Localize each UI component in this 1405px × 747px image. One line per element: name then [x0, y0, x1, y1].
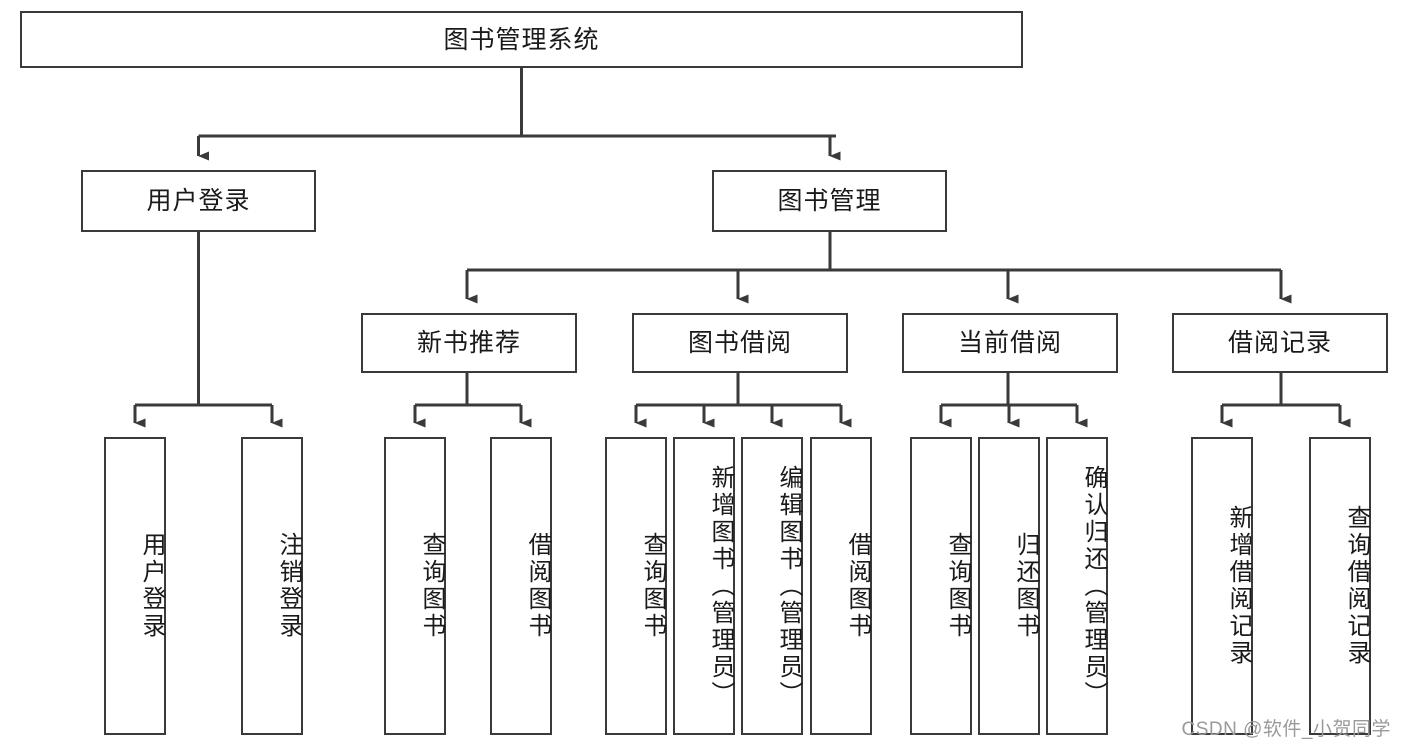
node-current-borrow[interactable]: 当前借阅: [902, 313, 1118, 373]
node-root-system[interactable]: 图书管理系统: [20, 11, 1023, 68]
node-current-borrow-label: 当前借阅: [957, 329, 1062, 357]
leaf-current-borrow-return-label: 归还图书: [1012, 532, 1039, 640]
node-new-book-recommend[interactable]: 新书推荐: [361, 313, 577, 373]
node-borrow-records-label: 借阅记录: [1227, 329, 1332, 357]
leaf-current-borrow-confirm-label: 确认归还（管理员）: [1080, 464, 1107, 708]
leaf-book-borrow-edit-label: 编辑图书（管理员）: [775, 464, 802, 708]
leaf-book-borrow-edit[interactable]: 编辑图书（管理员）: [741, 437, 803, 735]
leaf-user-login-signout-label: 注销登录: [275, 532, 302, 640]
node-borrow-records[interactable]: 借阅记录: [1172, 313, 1388, 373]
leaf-current-borrow-query[interactable]: 查询图书: [910, 437, 972, 735]
leaf-borrow-records-query[interactable]: 查询借阅记录: [1309, 437, 1371, 735]
node-book-borrow-label: 图书借阅: [687, 329, 792, 357]
leaf-new-book-query-label: 查询图书: [418, 532, 445, 640]
leaf-borrow-records-add[interactable]: 新增借阅记录: [1191, 437, 1253, 735]
leaf-new-book-borrow-label: 借阅图书: [524, 532, 551, 640]
leaf-user-login-signout[interactable]: 注销登录: [241, 437, 303, 735]
node-book-manage[interactable]: 图书管理: [712, 170, 947, 232]
node-user-login-label: 用户登录: [146, 187, 251, 215]
leaf-book-borrow-query[interactable]: 查询图书: [605, 437, 667, 735]
leaf-book-borrow-add-label: 新增图书（管理员）: [707, 464, 734, 708]
leaf-user-login-signin-label: 用户登录: [138, 532, 165, 640]
leaf-book-borrow-borrow-label: 借阅图书: [844, 532, 871, 640]
leaf-current-borrow-return[interactable]: 归还图书: [978, 437, 1040, 735]
leaf-book-borrow-borrow[interactable]: 借阅图书: [810, 437, 872, 735]
leaf-borrow-records-query-label: 查询借阅记录: [1343, 505, 1370, 667]
node-root-system-label: 图书管理系统: [443, 25, 600, 54]
csdn-watermark: CSDN @软件_小贺同学: [1181, 719, 1391, 740]
leaf-new-book-query[interactable]: 查询图书: [384, 437, 446, 735]
leaf-book-borrow-query-label: 查询图书: [639, 532, 666, 640]
leaf-user-login-signin[interactable]: 用户登录: [104, 437, 166, 735]
node-user-login[interactable]: 用户登录: [81, 170, 316, 232]
leaf-current-borrow-query-label: 查询图书: [944, 532, 971, 640]
leaf-book-borrow-add[interactable]: 新增图书（管理员）: [673, 437, 735, 735]
node-book-manage-label: 图书管理: [777, 187, 882, 215]
node-new-book-recommend-label: 新书推荐: [416, 329, 521, 357]
node-book-borrow[interactable]: 图书借阅: [632, 313, 848, 373]
leaf-borrow-records-add-label: 新增借阅记录: [1225, 505, 1252, 667]
leaf-new-book-borrow[interactable]: 借阅图书: [490, 437, 552, 735]
leaf-current-borrow-confirm[interactable]: 确认归还（管理员）: [1046, 437, 1108, 735]
